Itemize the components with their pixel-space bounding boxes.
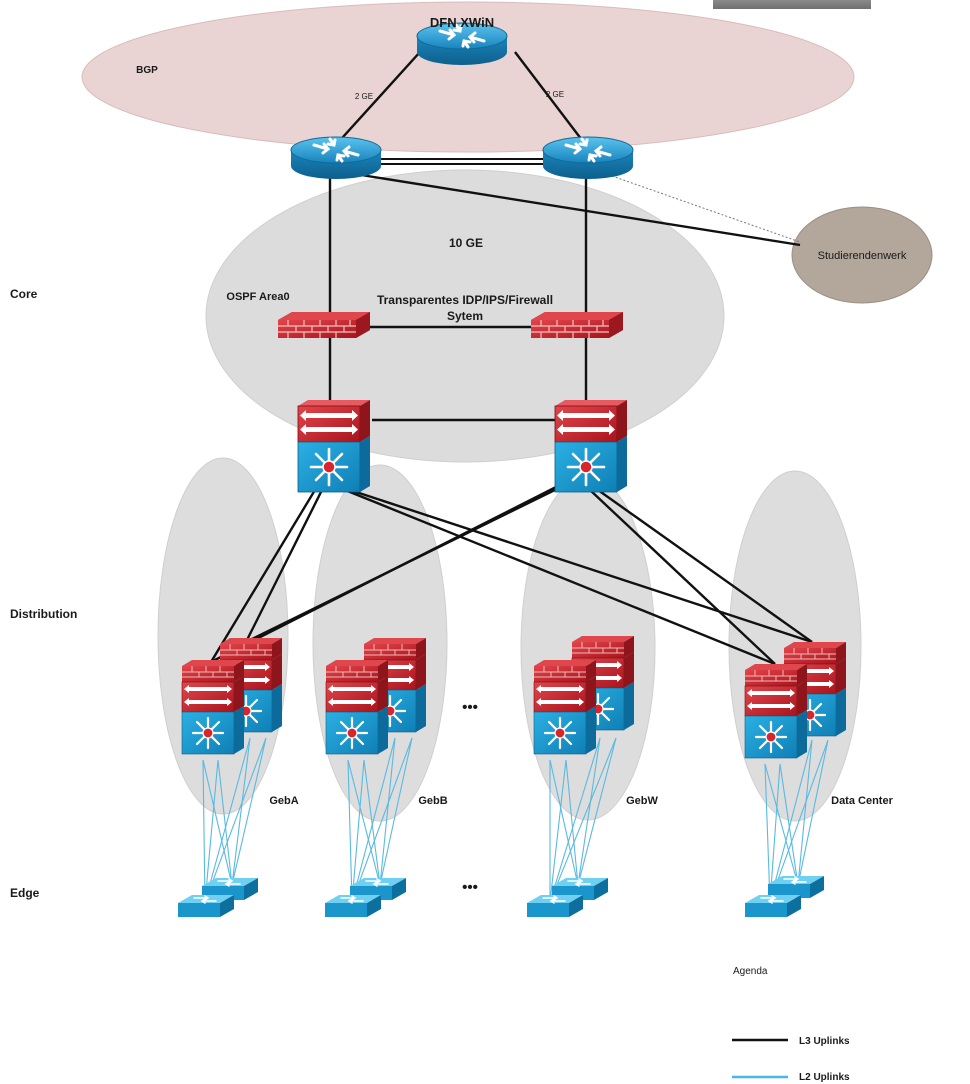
dist-switch-gebb-front-icon bbox=[324, 658, 390, 756]
top-grey-bar bbox=[713, 0, 871, 9]
legend: Agenda L3 Uplinks L2 Uplinks bbox=[732, 966, 850, 1083]
edge-switch-gebw-front-icon bbox=[526, 894, 584, 918]
ten-ge-label: 10 GE bbox=[449, 236, 483, 250]
building-label-gebw: GebW bbox=[626, 795, 658, 807]
core-switch-right-icon bbox=[553, 398, 629, 494]
legend-l2-label: L2 Uplinks bbox=[799, 1072, 850, 1083]
studierendenwerk-label: Studierendenwerk bbox=[818, 250, 907, 262]
l2-links bbox=[202, 737, 829, 903]
geba-area bbox=[157, 457, 289, 815]
dots-distribution: ••• bbox=[462, 699, 478, 716]
firewall-title-line1: Transparentes IDP/IPS/Firewall bbox=[377, 293, 553, 307]
studierendenwerk-cloud bbox=[791, 206, 933, 304]
building-label-geba: GebA bbox=[269, 795, 298, 807]
layer-edge-label: Edge bbox=[10, 886, 40, 900]
core-router-left-icon bbox=[289, 135, 383, 181]
core-switch-left-icon bbox=[296, 398, 372, 494]
legend-l3-label: L3 Uplinks bbox=[799, 1036, 850, 1047]
l3-links bbox=[209, 51, 813, 666]
dist-switch-dc-front-icon bbox=[743, 662, 809, 760]
edge-switch-gebb-front-icon bbox=[324, 894, 382, 918]
core-router-right-icon bbox=[541, 135, 635, 181]
building-label-datacenter: Data Center bbox=[831, 795, 893, 807]
ospf-label: OSPF Area0 bbox=[226, 291, 289, 303]
firewall-title-line2: Sytem bbox=[447, 309, 483, 323]
dist-switch-gebw-front-icon bbox=[532, 658, 598, 756]
edge-switch-dc-back-icon bbox=[767, 875, 825, 899]
dots-edge: ••• bbox=[462, 879, 478, 896]
legend-title: Agenda bbox=[733, 966, 768, 977]
link-left-label: 2 GE bbox=[355, 92, 373, 101]
building-label-gebb: GebB bbox=[418, 795, 447, 807]
edge-switch-dc-front-icon bbox=[744, 894, 802, 918]
link-right-label: 2 GE bbox=[546, 90, 564, 99]
edge-switch-geba-front-icon bbox=[177, 894, 235, 918]
firewall-left-icon bbox=[277, 311, 371, 339]
dist-switch-geba-front-icon bbox=[180, 658, 246, 756]
layer-core-label: Core bbox=[10, 287, 38, 301]
layer-distribution-label: Distribution bbox=[10, 607, 77, 621]
bgp-label: BGP bbox=[136, 65, 158, 76]
bgp-area bbox=[81, 1, 855, 153]
firewall-right-icon bbox=[530, 311, 624, 339]
router-trunk bbox=[375, 158, 545, 165]
core-ospf-area bbox=[205, 169, 725, 463]
dfn-label: DFN XWiN bbox=[430, 15, 494, 30]
dotted-link bbox=[611, 175, 801, 243]
